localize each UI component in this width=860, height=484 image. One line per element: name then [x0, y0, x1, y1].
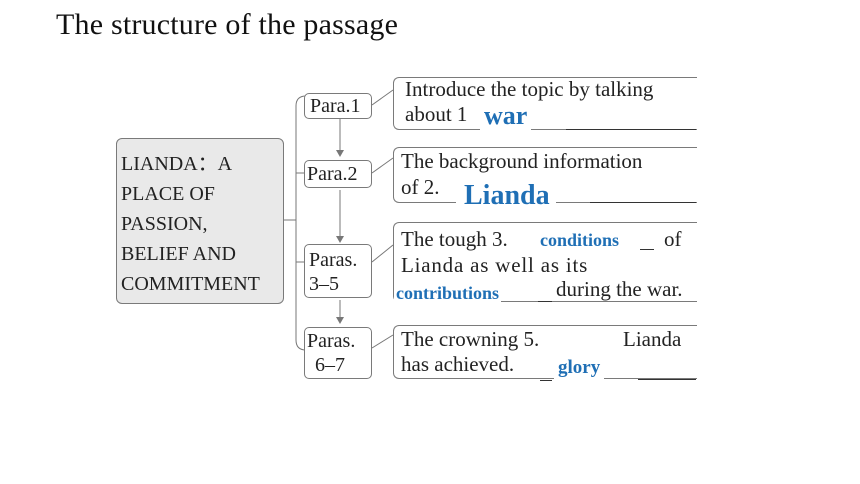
para-label-text: 6–7	[315, 354, 345, 376]
description-text: about 1	[405, 102, 468, 126]
para-label-text: 3–5	[309, 273, 339, 295]
description-box-4: The crowning 5. Lianda has achieved.	[393, 325, 697, 379]
description-text: during the war.	[556, 277, 683, 301]
description-text: of 2.	[401, 175, 440, 199]
answer-blank-4: contributions	[394, 282, 502, 304]
answer-underline	[566, 129, 696, 130]
main-topic-line: LIANDA：A	[121, 153, 233, 175]
page-title: The structure of the passage	[56, 8, 399, 41]
main-topic-box: LIANDA：A PLACE OF PASSION, BELIEF AND CO…	[116, 138, 284, 304]
description-text: The crowning 5.	[401, 327, 540, 351]
description-box-1: Introduce the topic by talking about 1	[393, 77, 697, 130]
para-label-text: Para.2	[307, 163, 358, 185]
main-topic-line: COMMITMENT	[121, 273, 260, 295]
answer-blank-5: glory	[554, 356, 605, 380]
para-label-1: Para.1	[304, 93, 372, 119]
main-topic-line: PLACE OF	[121, 183, 215, 205]
para-label-2: Para.2	[304, 160, 372, 188]
answer-underline	[640, 249, 654, 250]
main-topic-line: BELIEF AND	[121, 243, 236, 265]
description-text: Introduce the topic by talking	[405, 77, 654, 101]
description-text: The background information	[401, 149, 643, 173]
para-label-6-7: Paras. 6–7	[304, 327, 372, 379]
para-label-3-5: Paras. 3–5	[304, 244, 372, 298]
description-text: Lianda as well as its	[401, 253, 589, 277]
description-text: The tough 3.	[401, 227, 508, 251]
description-text: has achieved.	[401, 352, 515, 376]
para-label-text: Para.1	[310, 95, 361, 117]
answer-underline	[638, 379, 696, 380]
para-label-text: Paras.	[307, 330, 356, 352]
description-text: of	[664, 227, 682, 251]
answer-underline	[590, 202, 696, 203]
answer-underline	[540, 380, 552, 381]
answer-blank-2: Lianda	[456, 180, 556, 212]
answer-blank-3: conditions	[538, 229, 622, 251]
answer-underline	[538, 301, 552, 302]
main-topic-line: PASSION,	[121, 213, 208, 235]
answer-blank-1: war	[480, 101, 532, 131]
description-text: Lianda	[623, 327, 682, 351]
para-label-text: Paras.	[309, 249, 358, 271]
